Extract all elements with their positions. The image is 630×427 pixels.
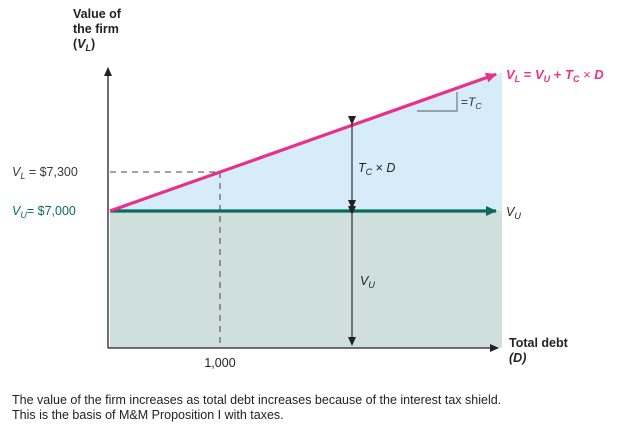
y-tick-vl-text: = $7,300 — [25, 165, 78, 179]
vl-line-label: VL = VU + TC × D — [506, 67, 604, 84]
x-axis-title: Total debt — [509, 336, 569, 350]
x-axis-symbol: (D) — [509, 351, 526, 365]
vl-lbl-eq: = — [520, 67, 535, 82]
vl-lbl-plus: + — [550, 67, 565, 82]
vl-lbl-d: D — [594, 67, 604, 82]
caption-line-2: This is the basis of M&M Proposition I w… — [12, 408, 284, 422]
slope-label-eq: = — [461, 95, 468, 109]
vl-lbl-v1: V — [506, 67, 516, 82]
tax-shield-d: D — [386, 161, 395, 175]
slope-triangle — [417, 92, 458, 112]
figure-caption: The value of the firm increases as total… — [12, 393, 622, 423]
vl-line — [109, 72, 497, 213]
y-tick-label-vl: VL = $7,300 — [12, 165, 78, 181]
x-tick-label: 1,000 — [204, 356, 235, 370]
y-tick-vl-var: V — [12, 165, 22, 179]
y-tick-vu-var: V — [12, 204, 22, 218]
unlevered-sub: U — [368, 280, 375, 290]
slope-label-sub: C — [475, 101, 482, 111]
y-axis-symbol-sub: L — [86, 43, 92, 53]
caption-line-1: The value of the firm increases as total… — [12, 393, 502, 407]
y-tick-label-vu: VU= $7,000 — [12, 204, 76, 220]
vu-line-sub: U — [514, 211, 521, 221]
vl-lbl-v3: T — [565, 67, 574, 82]
tax-shield-sub: C — [366, 167, 373, 177]
unlevered-label: VU — [360, 274, 375, 290]
unlevered-value-region — [110, 211, 502, 348]
tax-shield-var: T — [358, 161, 367, 175]
y-tick-vl-sub: L — [20, 171, 25, 181]
y-axis-title: Value of the firm (VL) — [73, 7, 124, 53]
vl-lbl-v2: V — [535, 67, 545, 82]
y-axis-title-line2: the firm — [73, 22, 119, 36]
slope-label-var: T — [468, 95, 477, 109]
vl-lbl-times: × — [579, 67, 594, 82]
y-axis-symbol-close: ) — [91, 37, 95, 51]
vu-line-label: VU — [506, 205, 521, 221]
y-tick-vu-text: = $7,000 — [27, 204, 76, 218]
vl-lbl-s1: L — [515, 74, 521, 84]
slope-label: =TC — [461, 95, 482, 111]
y-axis-title-line1: Value of — [73, 7, 122, 21]
y-axis-symbol-var: V — [77, 37, 87, 51]
vu-line-var: V — [506, 205, 516, 219]
unlevered-var: V — [360, 274, 370, 288]
vl-lbl-s2: U — [544, 74, 551, 84]
tax-shield-label: TC × D — [358, 161, 395, 177]
vl-lbl-s3: C — [573, 74, 580, 84]
tax-shield-times: × — [372, 161, 386, 175]
y-axis-symbol-open: ( — [73, 37, 78, 51]
y-tick-vu-sub: U — [20, 210, 27, 220]
